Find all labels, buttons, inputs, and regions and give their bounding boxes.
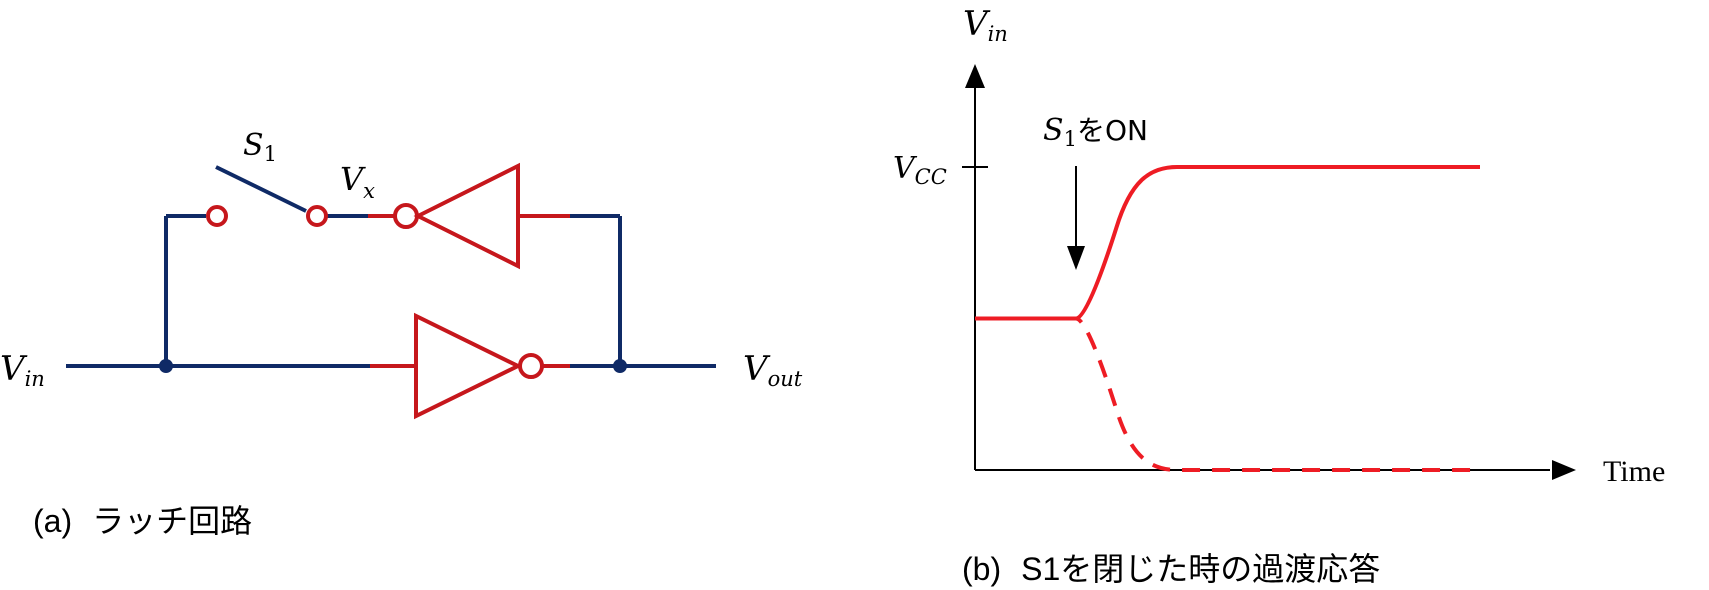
x-axis-arrowhead (1552, 460, 1576, 480)
output-junction-dot (613, 359, 627, 373)
s1-label: S1 (243, 128, 277, 166)
transient-response-chart: VCC Vin Time S1をON (b)S1を閉じた時の過渡応答 (893, 4, 1665, 587)
inverter-triangle (414, 312, 523, 420)
switch-contact-right (306, 205, 328, 227)
y-axis-arrowhead (965, 64, 985, 88)
vcc-label: VCC (893, 151, 947, 189)
vout-label: Vout (743, 349, 803, 391)
vin-label: Vin (0, 349, 45, 391)
series-fall-dashed (975, 316, 1480, 472)
switch-blade (215, 165, 307, 213)
switch-on-annotation: S1をON (1043, 113, 1148, 151)
switch-contact-left (206, 205, 228, 227)
forward-inverter (370, 312, 570, 420)
feedback-inverter (368, 162, 570, 270)
latch-circuit: Vin Vout S1 Vx (a)ラッチ回路 (0, 128, 803, 539)
x-axis-title: Time (1603, 455, 1665, 488)
annotation-arrowhead (1067, 246, 1085, 270)
y-axis-title: Vin (963, 4, 1008, 46)
input-junction-dot (159, 359, 173, 373)
series-rise-solid (975, 165, 1480, 321)
circuit-caption: (a)ラッチ回路 (33, 503, 252, 539)
inverter-triangle (413, 162, 520, 270)
inverter-bubble (518, 353, 544, 379)
vx-label: Vx (340, 160, 375, 203)
graph-caption: (b)S1を閉じた時の過渡応答 (962, 551, 1380, 587)
